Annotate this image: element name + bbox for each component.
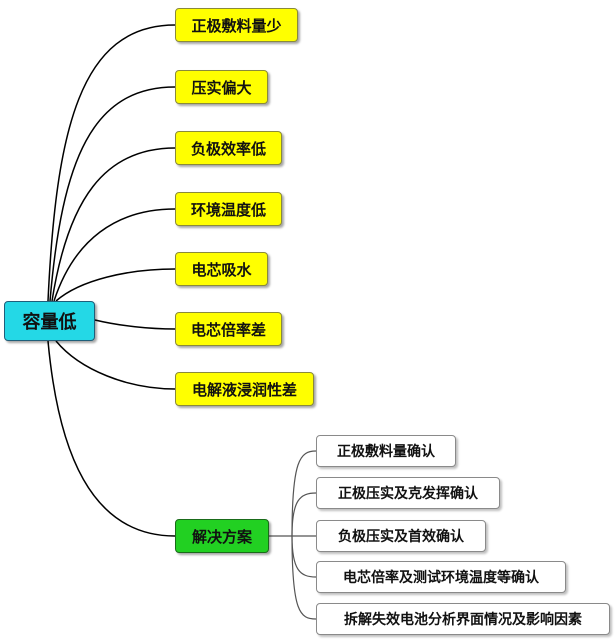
connector-solution-5 [291, 535, 317, 620]
branch-node-2[interactable]: 压实偏大 [175, 70, 268, 104]
solution-item-2[interactable]: 正极压实及克发挥确认 [316, 477, 500, 509]
branch-node-4[interactable]: 环境温度低 [175, 192, 282, 226]
connector-solution-2 [291, 492, 317, 537]
solution-item-1[interactable]: 正极敷料量确认 [316, 435, 456, 467]
connector-root-branch-8 [47, 340, 176, 537]
branch-node-1[interactable]: 正极敷料量少 [175, 8, 298, 42]
connector-solution-1 [291, 450, 317, 537]
branch-node-6[interactable]: 电芯倍率差 [175, 312, 282, 346]
solution-branch-node[interactable]: 解决方案 [175, 519, 269, 553]
connector-root-branch-5 [55, 268, 176, 302]
branch-node-7[interactable]: 电解液浸润性差 [175, 372, 314, 406]
solution-item-5[interactable]: 拆解失效电池分析界面情况及影响因素 [316, 603, 610, 635]
connector-root-branch-1 [47, 24, 176, 302]
connector-root-branch-7 [55, 340, 176, 390]
branch-node-5[interactable]: 电芯吸水 [175, 252, 268, 286]
connector-root-branch-6 [94, 319, 176, 330]
connector-root-branch-3 [51, 147, 176, 302]
solution-item-4[interactable]: 电芯倍率及测试环境温度等确认 [316, 561, 566, 593]
root-node[interactable]: 容量低 [4, 301, 95, 341]
connector-root-branch-2 [49, 86, 176, 302]
connector-root-branch-4 [53, 208, 176, 302]
solution-item-3[interactable]: 负极压实及首效确认 [316, 520, 486, 552]
connector-solution-4 [291, 535, 317, 578]
branch-node-3[interactable]: 负极效率低 [175, 131, 282, 165]
